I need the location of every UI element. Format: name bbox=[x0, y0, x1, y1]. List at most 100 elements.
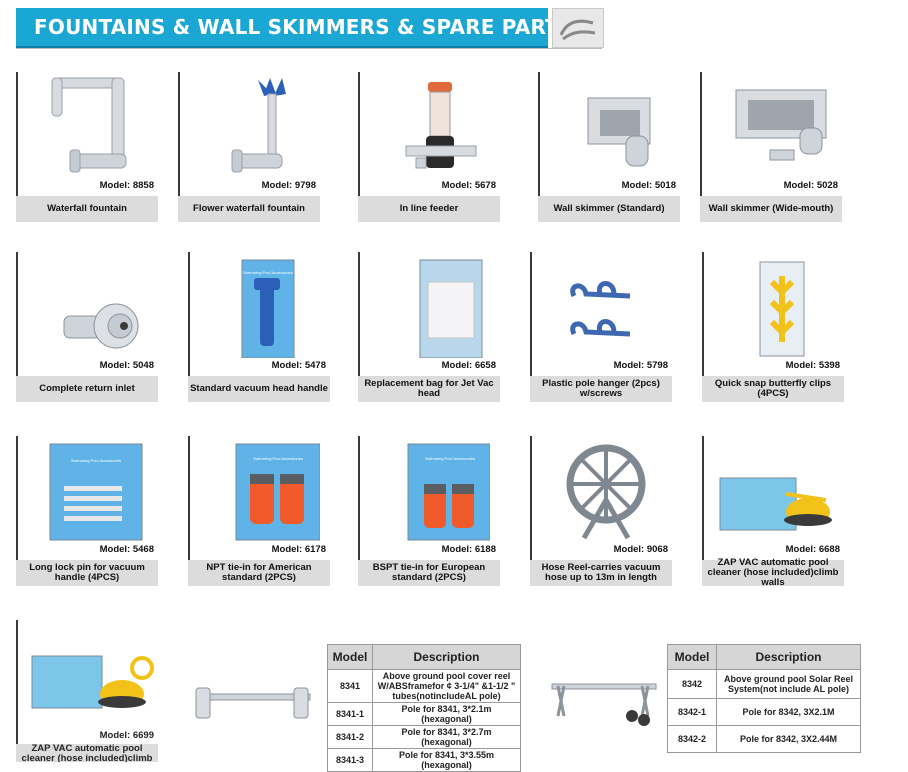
model-number: Model: 6188 bbox=[441, 544, 496, 555]
model-number: Model: 5678 bbox=[441, 180, 496, 191]
table-cell-model: 8342-1 bbox=[667, 698, 717, 726]
product-card-9068[interactable]: Model: 9068 Hose Reel-carries vacuum hos… bbox=[530, 436, 672, 586]
model-number: Model: 6699 bbox=[99, 730, 154, 741]
product-label: Standard vacuum head handle bbox=[188, 376, 330, 402]
cover-reel-8341-image bbox=[194, 682, 324, 722]
product-label: BSPT tie-in for European standard (2PCS) bbox=[358, 560, 500, 586]
npt-tie-in-package-image: Swimming Pool Accessories bbox=[202, 440, 321, 542]
table-cell-description: Pole for 8341, 3*3.55m (hexagonal) bbox=[372, 748, 521, 772]
wall-skimmer-standard-image bbox=[552, 76, 670, 178]
model-number: Model: 6178 bbox=[271, 544, 326, 555]
zap-vac-cleaner-image bbox=[716, 440, 834, 542]
table-row: 8341 Above ground pool cover reel W/ABSf… bbox=[327, 669, 521, 703]
table-row: 8341-2 Pole for 8341, 3*2.7m (hexagonal) bbox=[327, 725, 521, 749]
vacuum-handle-package-image: Swimming Pool Accessories bbox=[202, 256, 320, 359]
table-row: 8342 Above ground pool Solar Reel System… bbox=[667, 669, 861, 699]
product-label: Plastic pole hanger (2pcs) w/screws bbox=[530, 376, 672, 402]
replacement-bag-image bbox=[372, 256, 490, 359]
card-divider bbox=[702, 252, 704, 402]
product-card-6658[interactable]: Model: 6658 Replacement bag for Jet Vac … bbox=[358, 252, 500, 402]
table-cell-model: 8342 bbox=[667, 669, 717, 699]
table-cell-description: Pole for 8342, 3X2.44M bbox=[716, 725, 861, 753]
product-card-5398[interactable]: Model: 5398 Quick snap butterfly clips (… bbox=[702, 252, 844, 402]
product-card-8858[interactable]: Model: 8858 Waterfall fountain bbox=[16, 72, 158, 222]
lock-pin-package-image: Swimming Pool Accessories bbox=[30, 440, 148, 542]
wall-skimmer-wide-image bbox=[714, 76, 832, 178]
product-card-5028[interactable]: Model: 5028 Wall skimmer (Wide-mouth) bbox=[700, 72, 842, 222]
product-card-6688[interactable]: Model: 6688 ZAP VAC automatic pool clean… bbox=[702, 436, 844, 588]
flower-fountain-image bbox=[192, 76, 310, 178]
table-cell-description: Pole for 8341, 3*2.1m (hexagonal) bbox=[372, 702, 521, 726]
model-number: Model: 8858 bbox=[99, 180, 154, 191]
model-number: Model: 5468 bbox=[99, 544, 154, 555]
model-number: Model: 6658 bbox=[441, 360, 496, 371]
table-cell-description: Above ground pool cover reel W/ABSframef… bbox=[372, 669, 521, 703]
brand-logo bbox=[552, 8, 604, 48]
product-card-5798[interactable]: Model: 5798 Plastic pole hanger (2pcs) w… bbox=[530, 252, 672, 402]
product-label: Wall skimmer (Standard) bbox=[538, 196, 680, 222]
product-label: Flower waterfall fountain bbox=[178, 196, 320, 222]
card-divider bbox=[178, 72, 180, 222]
spec-table-8342: Model Description 8342 Above ground pool… bbox=[667, 644, 861, 753]
product-card-6188[interactable]: Swimming Pool Accessories Model: 6188 BS… bbox=[358, 436, 500, 586]
table-header-description: Description bbox=[372, 644, 521, 670]
table-cell-model: 8341 bbox=[327, 669, 373, 703]
product-card-5018[interactable]: Model: 5018 Wall skimmer (Standard) bbox=[538, 72, 680, 222]
product-card-6699[interactable]: Model: 6699 ZAP VAC automatic pool clean… bbox=[16, 620, 158, 762]
bspt-tie-in-package-image: Swimming Pool Accessories bbox=[372, 440, 491, 542]
solar-reel-8342-image bbox=[546, 672, 664, 728]
product-label: ZAP VAC automatic pool cleaner (hose inc… bbox=[702, 558, 844, 588]
header-banner: FOUNTAINS & WALL SKIMMERS & SPARE PARTS. bbox=[16, 8, 581, 49]
product-label: Wall skimmer (Wide-mouth) bbox=[700, 196, 842, 222]
product-card-5048[interactable]: Model: 5048 Complete return inlet bbox=[16, 252, 158, 402]
product-label: Long lock pin for vacuum handle (4PCS) bbox=[16, 560, 158, 586]
model-number: Model: 5398 bbox=[785, 360, 840, 371]
waterfall-fountain-image bbox=[30, 76, 148, 178]
product-label: Hose Reel-carries vacuum hose up to 13m … bbox=[530, 560, 672, 586]
table-cell-description: Above ground pool Solar Reel System(not … bbox=[716, 669, 861, 699]
card-divider bbox=[530, 436, 532, 586]
card-divider bbox=[16, 252, 18, 402]
product-card-9798[interactable]: Model: 9798 Flower waterfall fountain bbox=[178, 72, 320, 222]
return-inlet-image bbox=[30, 256, 148, 358]
table-header-description: Description bbox=[716, 644, 861, 670]
model-number: Model: 5478 bbox=[271, 360, 326, 371]
card-divider bbox=[188, 252, 190, 402]
model-number: Model: 6688 bbox=[785, 544, 840, 555]
product-card-5478[interactable]: Swimming Pool Accessories Model: 5478 St… bbox=[188, 252, 330, 402]
card-divider bbox=[530, 252, 532, 402]
model-number: Model: 9798 bbox=[261, 180, 316, 191]
table-header-model: Model bbox=[667, 644, 717, 670]
pole-hanger-image bbox=[544, 256, 662, 358]
page-title: FOUNTAINS & WALL SKIMMERS & SPARE PARTS. bbox=[34, 15, 582, 39]
table-cell-description: Pole for 8342, 3X2.1M bbox=[716, 698, 861, 726]
package-brand-text: Swimming Pool Accessories bbox=[425, 456, 475, 461]
product-label: Waterfall fountain bbox=[16, 196, 158, 222]
table-row: 8342-2 Pole for 8342, 3X2.44M bbox=[667, 725, 861, 753]
package-brand-text: Swimming Pool Accessories bbox=[243, 270, 293, 275]
spec-table-8341: Model Description 8341 Above ground pool… bbox=[327, 644, 521, 772]
hose-reel-image bbox=[544, 440, 662, 542]
product-label: In line feeder bbox=[358, 196, 500, 222]
card-divider bbox=[700, 72, 702, 222]
model-number: Model: 5028 bbox=[783, 180, 838, 191]
card-divider bbox=[16, 72, 18, 222]
package-brand-text: Swimming Pool Accessories bbox=[253, 456, 303, 461]
product-card-6178[interactable]: Swimming Pool Accessories Model: 6178 NP… bbox=[188, 436, 330, 586]
table-cell-model: 8341-2 bbox=[327, 725, 373, 749]
model-number: Model: 9068 bbox=[613, 544, 668, 555]
inline-feeder-image bbox=[372, 76, 490, 178]
model-number: Model: 5018 bbox=[621, 180, 676, 191]
table-cell-model: 8341-1 bbox=[327, 702, 373, 726]
butterfly-clips-image bbox=[716, 256, 834, 358]
product-card-5678[interactable]: Model: 5678 In line feeder bbox=[358, 72, 500, 222]
header-divider bbox=[16, 48, 602, 49]
table-row: 8341-3 Pole for 8341, 3*3.55m (hexagonal… bbox=[327, 748, 521, 772]
card-divider bbox=[16, 436, 18, 586]
product-label: Quick snap butterfly clips (4PCS) bbox=[702, 376, 844, 402]
product-card-5468[interactable]: Swimming Pool Accessories Model: 5468 Lo… bbox=[16, 436, 158, 586]
card-divider bbox=[358, 436, 360, 586]
table-row: 8341-1 Pole for 8341, 3*2.1m (hexagonal) bbox=[327, 702, 521, 726]
table-header-model: Model bbox=[327, 644, 373, 670]
product-label: Complete return inlet bbox=[16, 376, 158, 402]
